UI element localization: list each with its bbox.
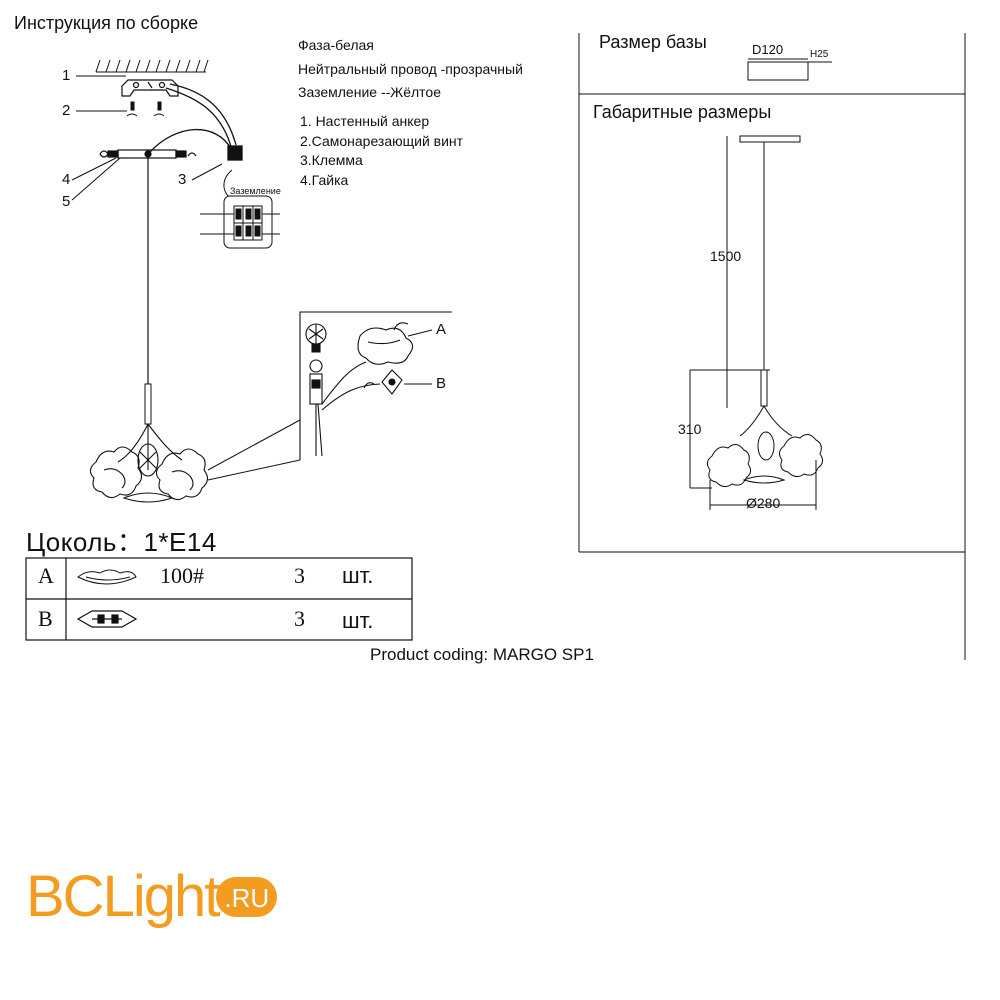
part-screw: 2.Самонарезающий винт — [300, 133, 464, 149]
legend-ground: Заземление --Жёлтое — [298, 84, 441, 100]
product-coding: Product coding: MARGO SP1 — [370, 645, 594, 664]
table-row-a-unit: шт. — [342, 563, 374, 588]
callout-5: 5 — [62, 193, 71, 210]
terminal-ground-label: Заземление — [230, 186, 281, 196]
logo-ru-badge: .RU — [216, 876, 278, 917]
socket-value: 1*E14 — [143, 527, 217, 557]
shade-a-icon — [77, 569, 137, 585]
legend-neutral: Нейтральный провод -прозрачный — [298, 61, 523, 77]
part-anchor: 1. Настенный анкер — [300, 113, 430, 129]
base-size-title: Размер базы — [599, 32, 707, 52]
base-height: H25 — [810, 49, 829, 60]
fixture-left — [89, 423, 209, 503]
table-row-a-letter: A — [38, 563, 54, 588]
zoom-lines — [207, 419, 301, 481]
logo-light: Light — [102, 864, 221, 929]
part-terminal: 3.Клемма — [300, 152, 363, 168]
screws — [126, 101, 165, 117]
parts-table-grid — [25, 557, 413, 641]
legend-phase: Фаза-белая — [298, 37, 374, 53]
logo-bc: BC — [26, 864, 105, 929]
table-row-a-qty: 3 — [294, 563, 305, 588]
part-nut: 4.Гайка — [300, 172, 349, 188]
table-row-a-code: 100# — [160, 563, 204, 588]
callout-1: 1 — [62, 67, 71, 84]
bclight-logo: BCLight.RU — [26, 868, 278, 926]
wall-anchor — [121, 79, 179, 97]
overall-diameter: Ø280 — [746, 495, 781, 511]
supply-wires — [149, 83, 243, 161]
callout-3: 3 — [178, 171, 187, 188]
base-diameter: D120 — [752, 42, 784, 57]
overall-height: 310 — [678, 421, 702, 437]
detail-label-b: B — [436, 375, 447, 392]
mounting-bar — [99, 149, 197, 159]
callout-leaders — [71, 75, 223, 201]
detail-frame — [299, 311, 452, 460]
overall-drawing — [689, 135, 824, 510]
base-size-shape — [747, 58, 832, 81]
terminal-block-detail — [200, 169, 280, 249]
right-panel-frame — [578, 33, 966, 660]
socket-spec: Цоколь：1*E14 — [26, 522, 217, 559]
overall-cable-length: 1500 — [710, 248, 742, 264]
socket-label: Цоколь： — [26, 527, 144, 557]
callout-2: 2 — [62, 102, 71, 119]
center-rod — [144, 383, 152, 425]
ceiling-hatch — [95, 59, 209, 73]
page-title: Инструкция по сборке — [14, 13, 199, 33]
overall-title: Габаритные размеры — [593, 102, 772, 122]
holder-b-icon — [76, 610, 138, 628]
callout-4: 4 — [62, 171, 71, 188]
table-row-b-unit: шт. — [342, 608, 374, 633]
table-row-b-letter: B — [38, 606, 53, 631]
detail-label-a: A — [436, 321, 447, 338]
table-row-b-qty: 3 — [294, 606, 305, 631]
